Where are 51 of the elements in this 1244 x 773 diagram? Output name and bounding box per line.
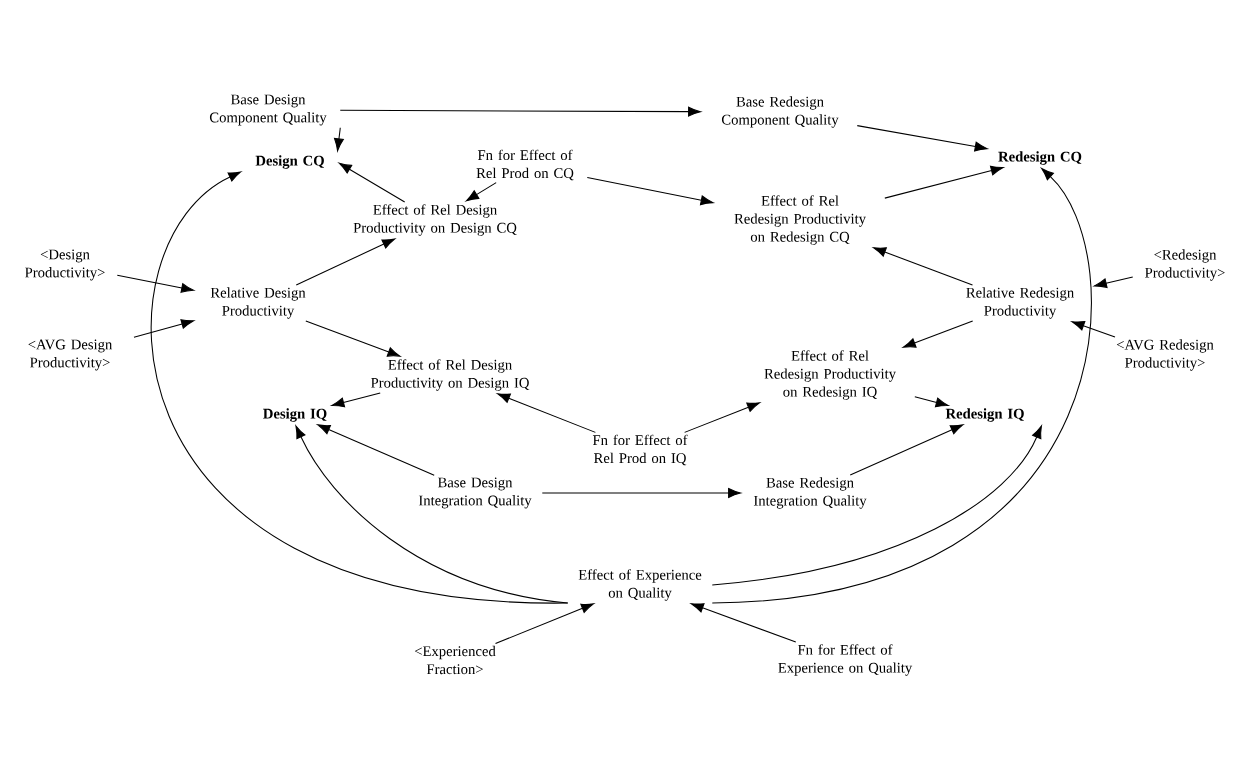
arrow [711, 425, 1042, 586]
variable-label: <AVG Design Productivity> [28, 339, 113, 371]
arrow [541, 488, 741, 498]
variable-label: <Design Productivity> [25, 249, 105, 281]
variable-label: Base Redesign Component Quality [721, 96, 839, 128]
arrow [1093, 276, 1134, 289]
arrow [317, 424, 435, 476]
variable-label: Effect of Rel Redesign Productivity on Redesign CQ [734, 195, 866, 245]
arrow [902, 320, 974, 348]
variable-label: Relative Design Productivity [210, 287, 306, 319]
variable-label: Redesign IQ [945, 408, 1024, 422]
variable-label: Fn for Effect of Experience on Quality [778, 644, 913, 676]
arrow [116, 274, 195, 293]
arrow [150, 171, 569, 604]
variable-label: <Experienced Fraction> [414, 645, 496, 675]
variable-label: Effect of Rel Redesign Productivity on Redesign IQ [764, 350, 896, 400]
arrow [295, 425, 569, 604]
arrow [1071, 321, 1116, 338]
variable-label: Redesign CQ [998, 151, 1082, 165]
arrow [338, 162, 406, 203]
arrow [690, 603, 797, 643]
variable-label: <AVG Redesign Productivity> [1116, 339, 1214, 371]
variable-label: <Redesign Productivity> [1145, 249, 1225, 281]
variable-label: Fn for Effect of Rel Prod on IQ [592, 434, 688, 466]
variable-label: Effect of Rel Design Productivity on Design IQ [371, 359, 530, 391]
variable-label: Base Design Integration Quality [418, 477, 532, 509]
arrow [586, 176, 714, 206]
arrow [133, 319, 195, 338]
arrow [914, 396, 949, 408]
arrow [684, 402, 760, 433]
arrow [334, 127, 344, 152]
arrow [331, 392, 381, 408]
variable-label: Effect of Rel Design Productivity on Design CQ [353, 204, 517, 236]
variable-label: Design CQ [255, 155, 324, 169]
arrow [295, 238, 396, 286]
arrow [856, 125, 988, 152]
arrow [711, 167, 1092, 604]
arrow [884, 165, 1004, 199]
arrow [873, 247, 973, 286]
variable-label: Design IQ [263, 408, 327, 422]
variable-label: Effect of Experience on Quality [578, 569, 702, 601]
variable-label: Fn for Effect of Rel Prod on CQ [476, 149, 574, 181]
variable-label: Relative Redesign Productivity [966, 287, 1074, 319]
arrow [339, 106, 701, 117]
arrow [495, 603, 595, 645]
variable-label: Base Redesign Integration Quality [753, 477, 867, 509]
arrow [849, 424, 964, 476]
arrow [497, 393, 596, 433]
variable-label: Base Design Component Quality [209, 94, 327, 126]
arrow [465, 182, 497, 202]
arrow [305, 320, 401, 357]
